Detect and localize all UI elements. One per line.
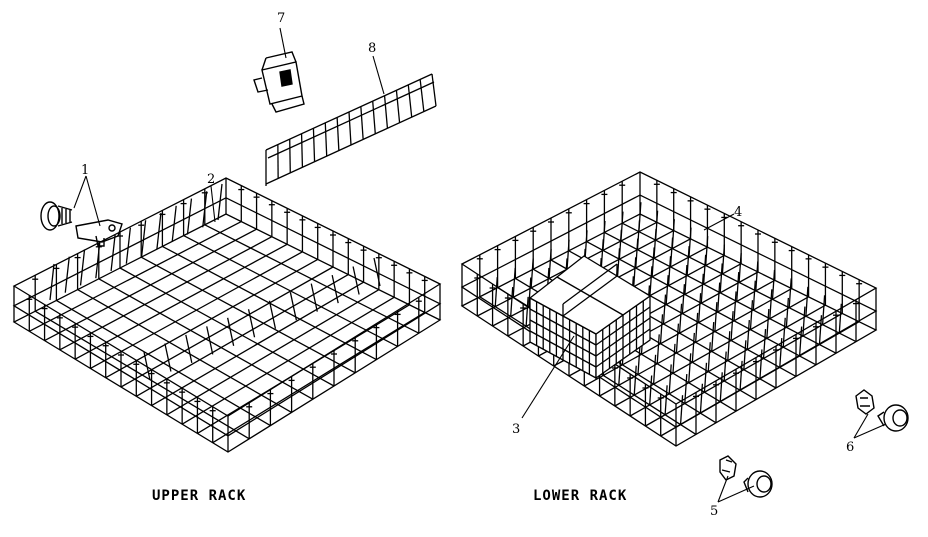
callout-7: 7 xyxy=(277,11,285,26)
roller-assembly-part xyxy=(40,201,123,247)
upper-rack xyxy=(12,177,442,453)
lower-rack-caption: LOWER RACK xyxy=(533,488,627,504)
side-roller-part xyxy=(855,389,909,432)
callout-6: 6 xyxy=(846,440,854,455)
lower-rack xyxy=(460,171,878,447)
callout-1: 1 xyxy=(81,163,89,178)
callout-8: 8 xyxy=(368,41,376,56)
silverware-basket-part xyxy=(528,255,652,380)
callout-4: 4 xyxy=(734,205,742,220)
leader-lines xyxy=(73,27,887,503)
tine-row-part xyxy=(265,73,437,186)
rack-clip-part xyxy=(253,51,305,113)
upper-rack-caption: UPPER RACK xyxy=(152,488,246,504)
callout-2: 2 xyxy=(207,172,215,187)
callout-5: 5 xyxy=(710,504,718,519)
callout-3: 3 xyxy=(512,422,520,437)
